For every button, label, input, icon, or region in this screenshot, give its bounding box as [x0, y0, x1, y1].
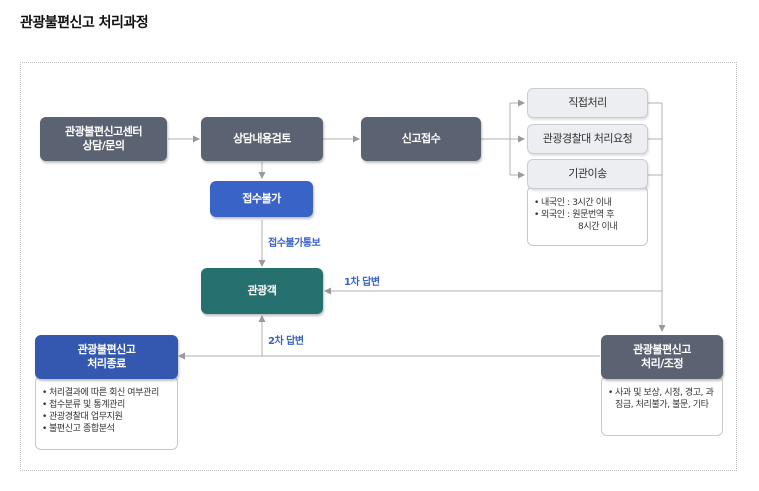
node-transfer: 기관이송 [527, 159, 648, 189]
node-direct: 직접처리 [527, 88, 648, 118]
note-value: 3시간 이내 [572, 198, 612, 208]
note-item: 관광경찰대 업무지원 [42, 411, 171, 423]
complete-note: 처리결과에 따른 회신 여부관리 접수분류 및 통계관리 관광경찰대 업무지원 … [35, 376, 178, 450]
note-item: 사과 및 보상, 시정, 경고, 과징금, 처리불가, 불문, 기타 [608, 387, 716, 411]
label-first-reply: 1차 답변 [344, 277, 380, 288]
node-receipt: 신고접수 [361, 117, 481, 161]
process-note: 사과 및 보상, 시정, 경고, 과징금, 처리불가, 불문, 기타 [601, 376, 723, 436]
note-value: 원문번역 후 [572, 210, 615, 220]
node-review: 상담내용검토 [201, 117, 323, 161]
node-complete: 관광불편신고 처리종료 [35, 335, 178, 379]
label-reject-notice: 접수불가통보 [268, 238, 321, 249]
node-tourist: 관광객 [201, 268, 323, 314]
node-center: 관광불편신고센터 상담/문의 [40, 117, 167, 161]
note-extra: 8시간 이내 [578, 222, 618, 232]
node-reject: 접수불가 [210, 181, 313, 217]
node-process: 관광불편신고 처리/조정 [601, 335, 723, 379]
note-key: 내국인 [541, 198, 565, 208]
label-second-reply: 2차 답변 [268, 336, 304, 347]
node-police: 관광경찰대 처리요청 [527, 124, 648, 154]
note-key: 외국인 [541, 210, 565, 220]
page-title: 관광불편신고 처리과정 [20, 15, 149, 31]
diagram-frame [20, 62, 737, 471]
note-item: 접수분류 및 통계관리 [42, 399, 171, 411]
note-item: 불편신고 종합분석 [42, 423, 171, 435]
note-item-domestic: 내국인 : 3시간 이내 [534, 197, 641, 209]
note-item: 처리결과에 따른 회신 여부관리 [42, 387, 171, 399]
